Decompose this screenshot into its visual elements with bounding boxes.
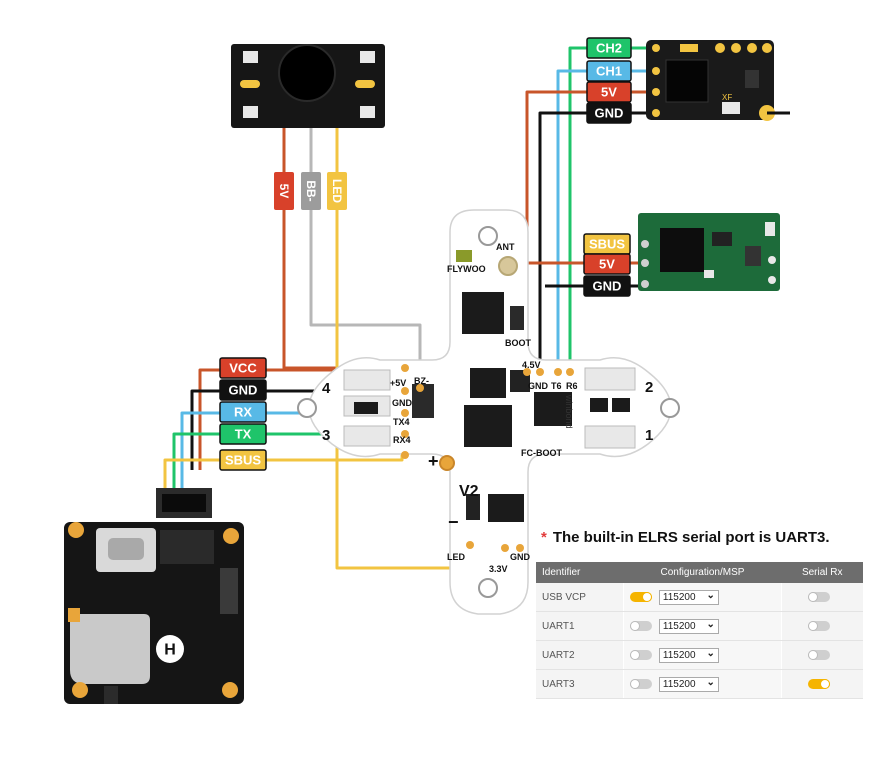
elrs-xf-label: XF xyxy=(722,93,732,102)
label-buzzer-5v: 5V xyxy=(277,184,291,199)
pad-label-r6: R6 xyxy=(566,381,578,391)
label-elrs-ch2: CH2 xyxy=(596,41,622,56)
label-elrs-gnd: GND xyxy=(595,106,624,121)
pad-label-gnd-top: GND xyxy=(528,381,549,391)
brand-label: FLYWOO xyxy=(447,264,486,274)
msp-toggle[interactable] xyxy=(629,621,652,631)
label-vtx-gnd: GND xyxy=(229,383,258,398)
pad-label-tx4: TX4 xyxy=(393,417,410,427)
table-row: USB VCP 115200 xyxy=(536,583,863,612)
label-rx-gnd: GND xyxy=(593,279,622,294)
serial-rx-toggle[interactable] xyxy=(808,649,830,660)
port-identifier: UART1 xyxy=(536,611,624,641)
pad-label-rx4: RX4 xyxy=(393,435,411,445)
header-configuration: Configuration/MSP xyxy=(623,562,782,583)
wire-buzzer-bb xyxy=(309,104,422,388)
motor-number-1: 1 xyxy=(645,427,653,444)
baud-select[interactable]: 115200 xyxy=(658,647,719,663)
pad-label-45v: 4.5V xyxy=(522,360,541,370)
vtx-module: H xyxy=(64,488,244,704)
note-star: * xyxy=(541,529,547,546)
header-serial-rx: Serial Rx xyxy=(781,562,863,583)
motor-number-4: 4 xyxy=(322,380,331,397)
motor-number-2: 2 xyxy=(645,379,653,396)
boot-label: BOOT xyxy=(505,338,532,348)
port-identifier: UART2 xyxy=(536,640,624,670)
ant-label: ANT xyxy=(496,242,515,252)
table-row: UART3 115200 xyxy=(536,669,863,699)
baud-select[interactable]: 115200 xyxy=(658,618,719,634)
label-vtx-tx: TX xyxy=(235,427,252,442)
serial-rx-toggle[interactable] xyxy=(808,591,830,602)
fc-boot-label: FC-BOOT xyxy=(521,448,562,458)
pad-label-5v: +5V xyxy=(390,378,406,388)
header-identifier: Identifier xyxy=(536,562,624,583)
plus-label: + xyxy=(428,451,439,471)
flash-label: winbond xyxy=(564,394,574,429)
motor-number-3: 3 xyxy=(322,427,330,444)
buzzer-wire-labels: 5V BB- LED xyxy=(274,172,347,210)
ports-table: Identifier Configuration/MSP Serial Rx U… xyxy=(536,562,863,699)
label-vtx-vcc: VCC xyxy=(229,361,257,376)
serial-rx-toggle[interactable] xyxy=(808,678,830,689)
pad-label-gnd-bottom: GND xyxy=(510,552,531,562)
label-elrs-ch1: CH1 xyxy=(596,64,622,79)
pad-label-33v: 3.3V xyxy=(489,564,508,574)
label-vtx-rx: RX xyxy=(234,405,252,420)
serial-rx-toggle[interactable] xyxy=(808,620,830,631)
wire-elrs-5v xyxy=(525,90,650,372)
table-row: UART1 115200 xyxy=(536,611,863,641)
buzzer-module xyxy=(231,44,385,128)
pad-label-bz: BZ- xyxy=(414,376,429,386)
elrs-wire-labels: CH2 CH1 5V GND xyxy=(586,37,632,124)
pad-label-led: LED xyxy=(447,552,466,562)
pad-label-t6: T6 xyxy=(551,381,562,391)
uart-note: * The built-in ELRS serial port is UART3. xyxy=(541,529,830,546)
port-identifier: USB VCP xyxy=(536,583,624,612)
rx-wire-labels: SBUS 5V GND xyxy=(583,233,631,297)
ports-table-header: Identifier Configuration/MSP Serial Rx xyxy=(536,562,863,583)
elrs-receiver-module: XF xyxy=(646,40,790,121)
external-receiver-module xyxy=(638,213,780,291)
vtx-wire-labels: VCC GND RX TX SBUS xyxy=(219,357,267,471)
wire-buzzer-5v xyxy=(282,104,405,370)
label-vtx-sbus: SBUS xyxy=(225,453,261,468)
baud-select[interactable]: 115200 xyxy=(658,676,719,692)
flight-controller: FLYWOO ANT BOOT FC-BOOT V2 winbond + − +… xyxy=(297,209,680,615)
baud-select[interactable]: 115200 xyxy=(658,589,719,605)
table-row: UART2 115200 xyxy=(536,640,863,670)
msp-toggle[interactable] xyxy=(629,650,652,660)
label-buzzer-bb: BB- xyxy=(304,180,318,201)
version-label: V2 xyxy=(459,483,479,500)
msp-toggle[interactable] xyxy=(629,592,652,602)
msp-toggle[interactable] xyxy=(629,679,652,689)
vtx-logo: H xyxy=(164,642,176,659)
note-text: The built-in ELRS serial port is UART3. xyxy=(552,529,830,546)
port-identifier: UART3 xyxy=(536,669,624,699)
minus-label: − xyxy=(448,512,459,532)
label-rx-5v: 5V xyxy=(599,257,615,272)
label-elrs-5v: 5V xyxy=(601,85,617,100)
label-rx-sbus: SBUS xyxy=(589,237,625,252)
pad-label-gnd: GND xyxy=(392,398,413,408)
label-buzzer-led: LED xyxy=(330,179,344,203)
wire-vtx-sbus xyxy=(163,455,404,488)
